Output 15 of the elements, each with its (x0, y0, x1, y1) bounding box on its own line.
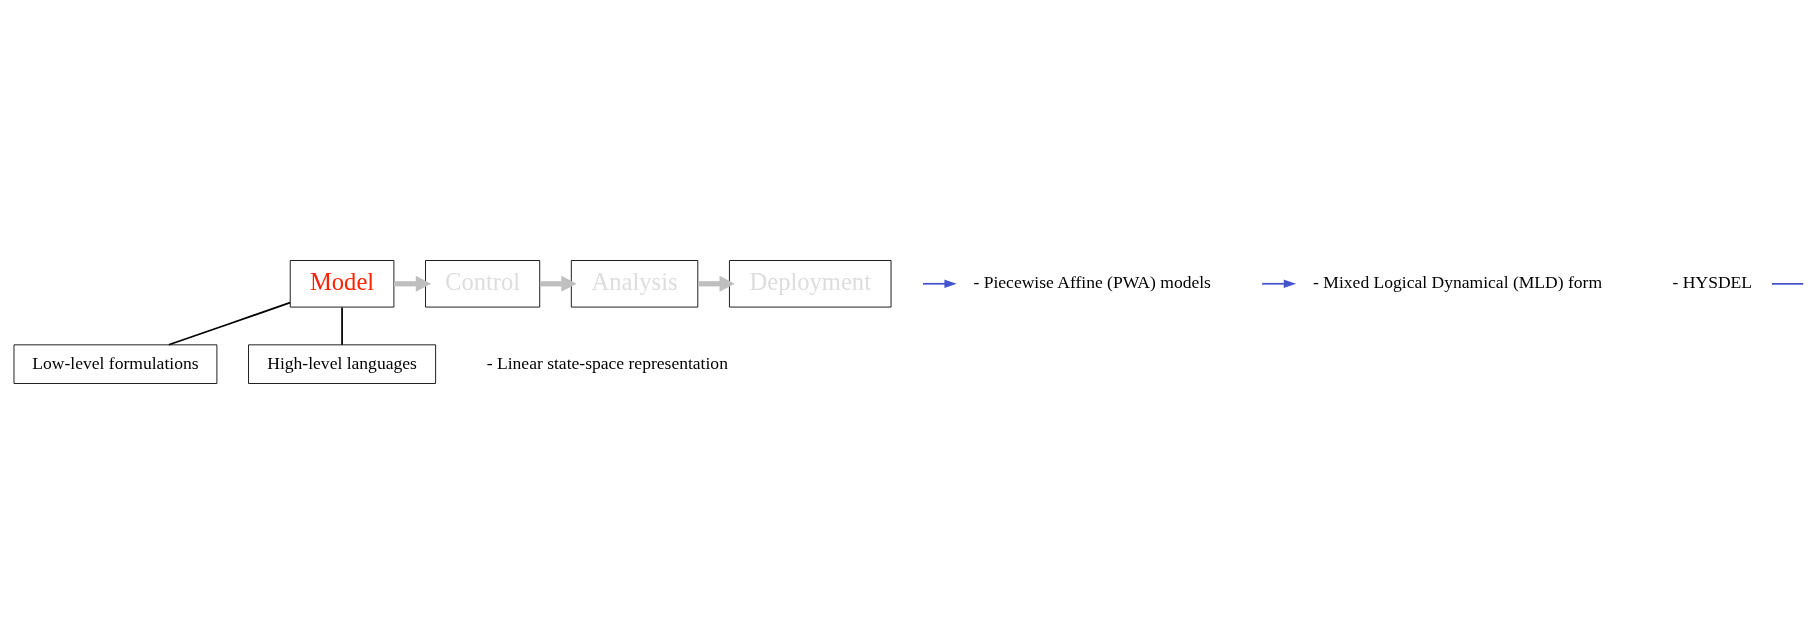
connector (1771, 282, 1805, 285)
node-text: - HYSDEL (1672, 271, 1753, 292)
arrow (393, 275, 432, 292)
node-box: Model (289, 259, 395, 307)
arrow (698, 275, 735, 292)
node-box: Low-level formulations (13, 343, 218, 384)
connector (167, 301, 291, 346)
arrow (922, 279, 957, 288)
node-box: High-level languages (248, 343, 437, 384)
node-text: - Piecewise Affine (PWA) models (973, 271, 1211, 292)
connector (341, 306, 343, 346)
label: - Linear state-space representation (486, 352, 728, 373)
arrow (1261, 279, 1297, 288)
node-text: - Mixed Logical Dynamical (MLD) form (1313, 271, 1603, 292)
arrow (539, 275, 577, 292)
